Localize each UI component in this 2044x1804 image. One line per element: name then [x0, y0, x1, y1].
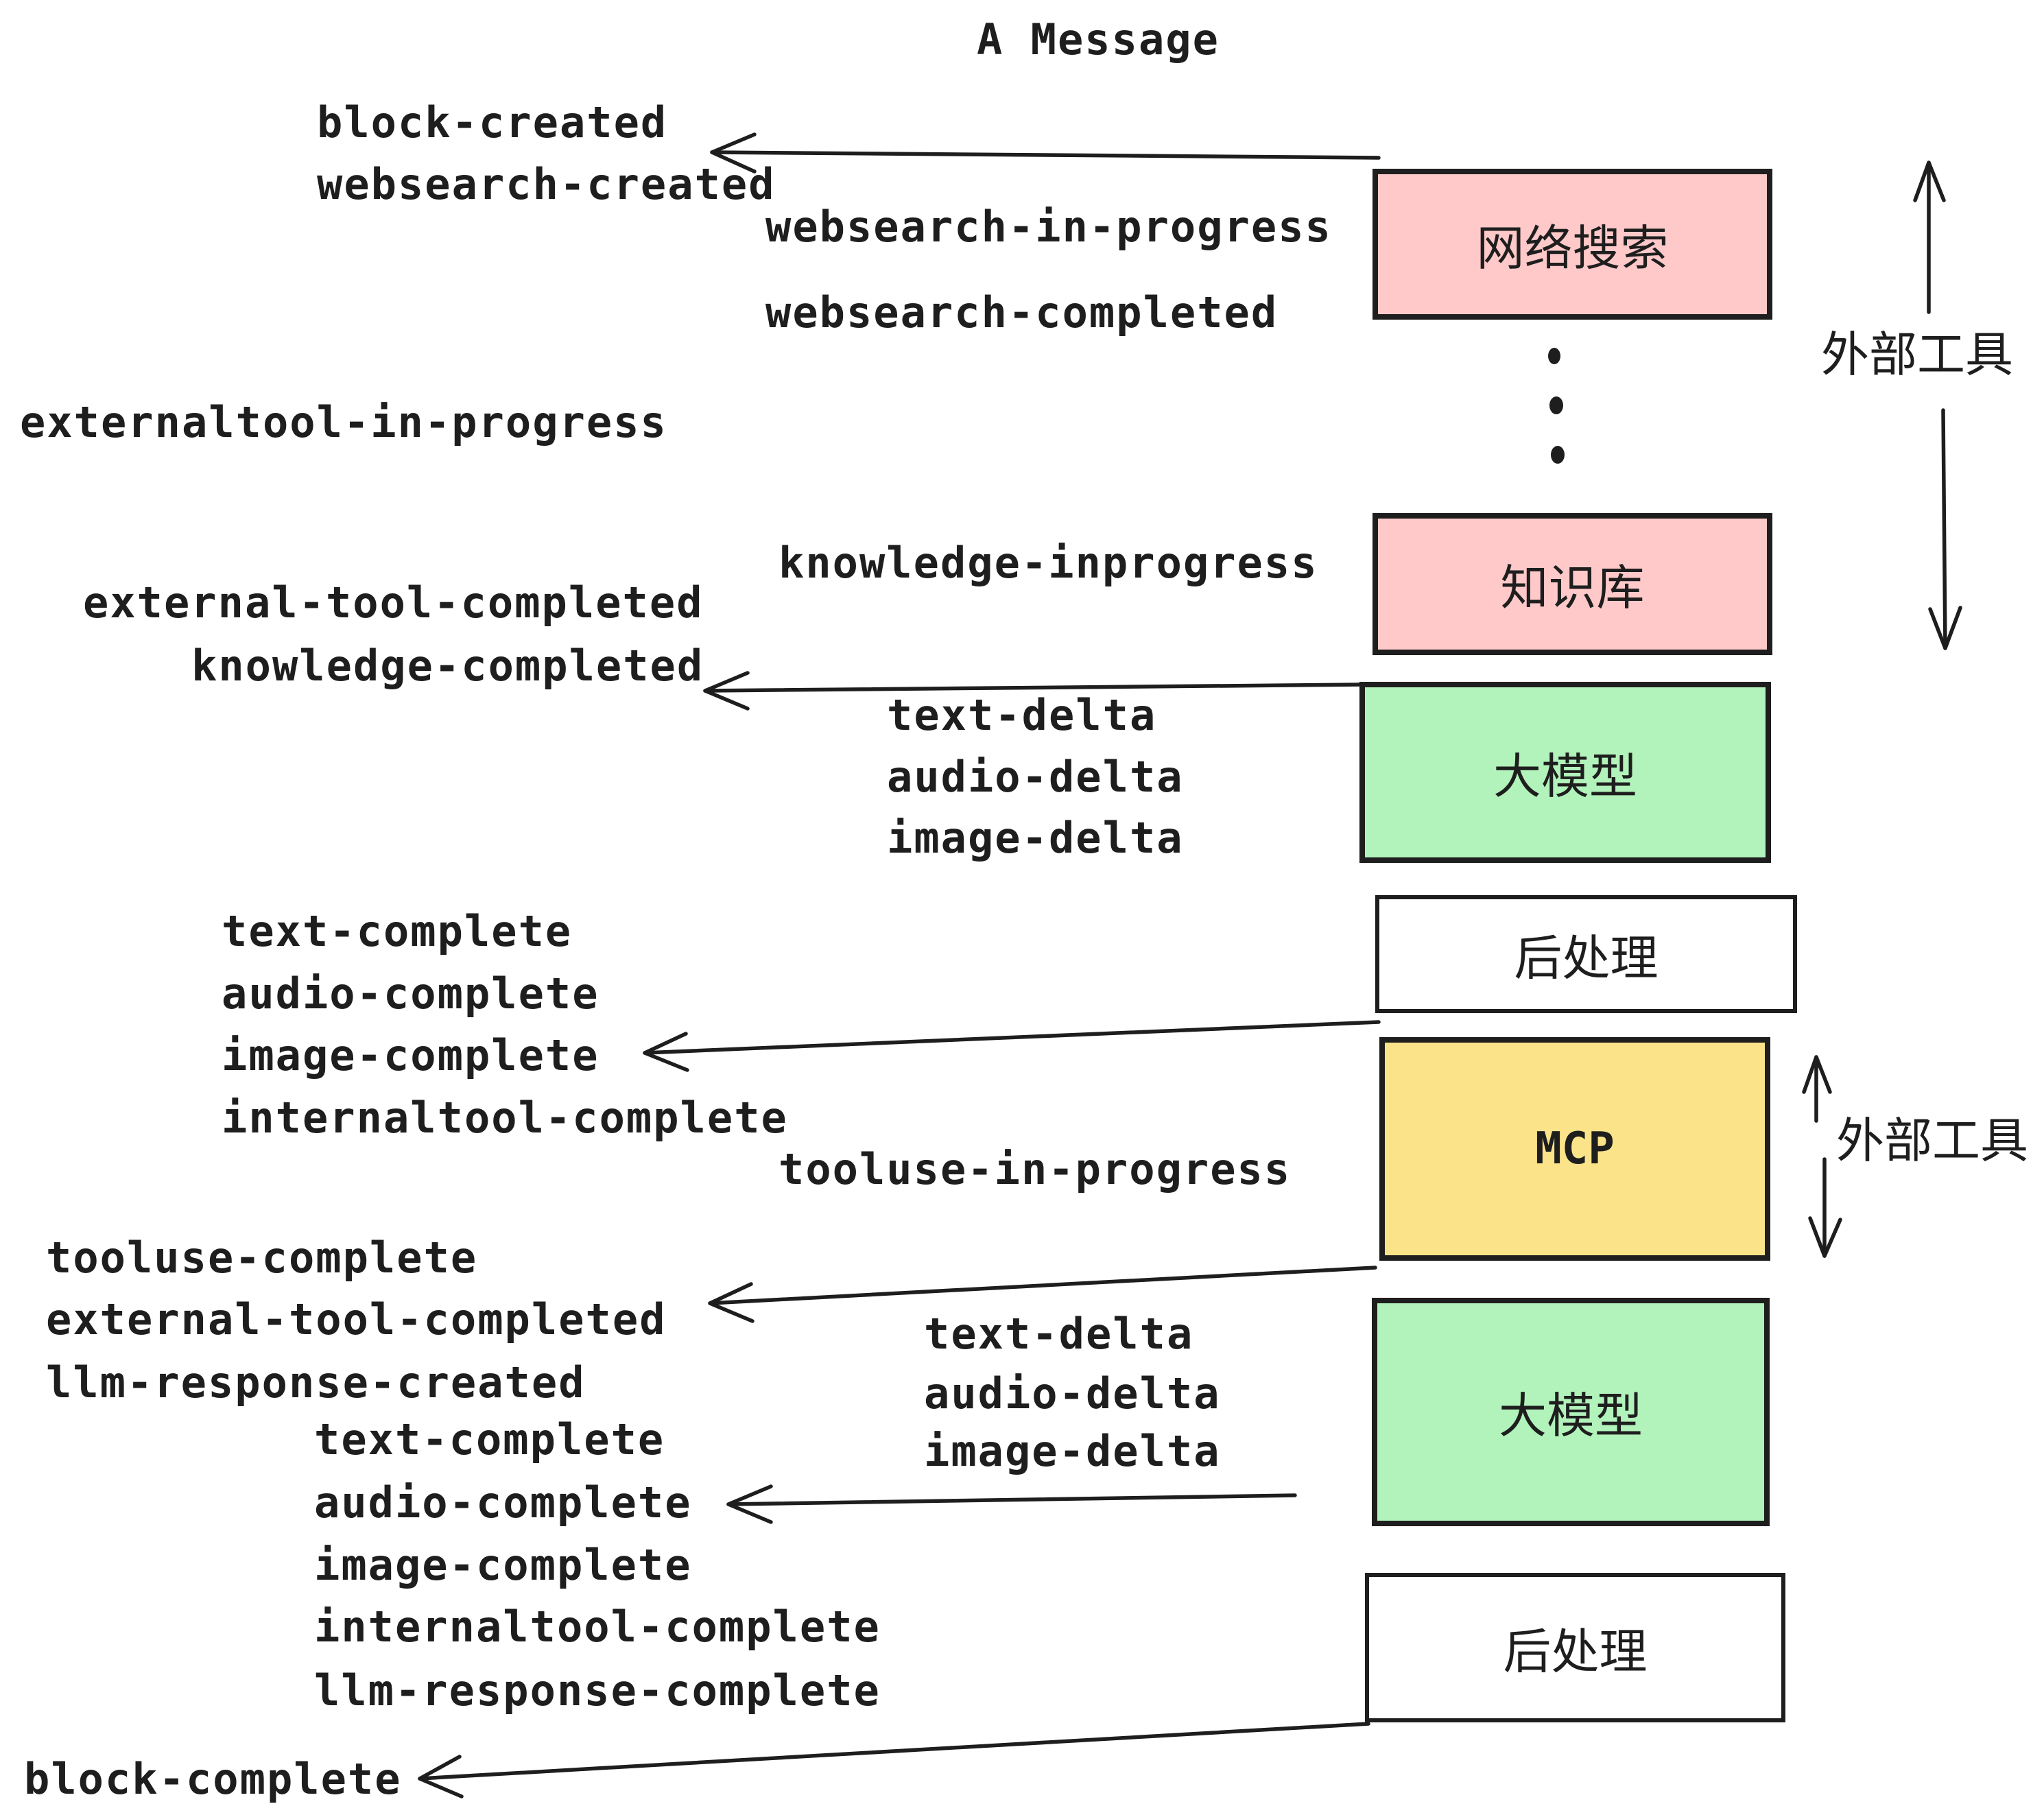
external-tools-mcp-up-arrow-icon	[1802, 1055, 1832, 1123]
box-llm-1-label: 大模型	[1493, 748, 1637, 805]
event-label-internaltool-complete-1: internaltool-complete	[222, 1093, 788, 1143]
event-label-external-tool-completed-1: external-tool-completed	[83, 578, 704, 628]
event-label-audio-delta-1: audio-delta	[887, 752, 1184, 802]
external-tools-top-up-arrow-icon	[1913, 161, 1946, 314]
event-label-audio-complete-1: audio-complete	[222, 969, 599, 1019]
vertical-ellipsis-icon	[1548, 348, 1565, 464]
event-label-audio-complete-2: audio-complete	[314, 1477, 692, 1528]
arrow-postprocess2-to-block-complete-icon	[418, 1722, 1370, 1799]
diagram-title: A Message	[977, 14, 1220, 64]
event-label-text-delta-2: text-delta	[924, 1309, 1194, 1359]
event-label-external-tool-completed-2: external-tool-completed	[46, 1294, 667, 1344]
event-label-block-complete: block-complete	[24, 1754, 402, 1804]
box-llm-2-label: 大模型	[1499, 1388, 1643, 1444]
event-label-internaltool-complete-2: internaltool-complete	[314, 1602, 881, 1652]
box-websearch: 网络搜索	[1372, 169, 1772, 320]
box-websearch-label: 网络搜索	[1476, 219, 1669, 276]
box-postprocess-2: 后处理	[1365, 1573, 1785, 1722]
event-label-knowledge-inprogress: knowledge-inprogress	[779, 538, 1318, 588]
event-label-audio-delta-2: audio-delta	[924, 1368, 1221, 1419]
box-knowledge-label: 知识库	[1500, 560, 1645, 616]
event-label-image-complete-2: image-complete	[314, 1540, 692, 1590]
box-mcp: MCP	[1379, 1037, 1770, 1261]
box-mcp-label: MCP	[1535, 1124, 1615, 1174]
event-label-websearch-completed: websearch-completed	[765, 287, 1279, 337]
external-tools-top-down-arrow-icon	[1928, 408, 1962, 650]
box-knowledge: 知识库	[1372, 513, 1772, 655]
event-label-image-delta-1: image-delta	[887, 813, 1184, 863]
external-tools-mcp-down-arrow-icon	[1808, 1157, 1842, 1258]
event-label-externaltool-in-progress: externaltool-in-progress	[20, 397, 667, 447]
arrow-websearch-to-created-icon	[710, 132, 1381, 174]
event-label-image-delta-2: image-delta	[924, 1426, 1221, 1476]
event-label-knowledge-completed: knowledge-completed	[191, 641, 704, 691]
box-llm-1: 大模型	[1359, 682, 1771, 863]
event-label-tooluse-in-progress: tooluse-in-progress	[779, 1144, 1292, 1194]
arrow-llm2-to-complete-icon	[726, 1484, 1297, 1524]
side-label-external-tools-mcp: 外部工具	[1836, 1113, 2028, 1169]
event-label-llm-response-complete: llm-response-complete	[314, 1665, 881, 1716]
box-llm-2: 大模型	[1372, 1298, 1770, 1526]
event-label-llm-response-created: llm-response-created	[46, 1357, 586, 1408]
arrow-postprocess-to-complete-icon	[643, 1020, 1381, 1072]
event-label-websearch-in-progress: websearch-in-progress	[765, 202, 1332, 252]
box-postprocess-1: 后处理	[1375, 895, 1797, 1013]
event-label-text-complete-2: text-complete	[314, 1414, 665, 1464]
side-label-external-tools-top: 外部工具	[1821, 327, 2013, 383]
event-label-block-created: block-created	[317, 97, 668, 147]
arrow-llm-to-knowledge-completed-icon	[703, 671, 1364, 711]
event-label-text-delta-1: text-delta	[887, 690, 1157, 740]
event-label-tooluse-complete: tooluse-complete	[46, 1233, 478, 1283]
event-label-image-complete-1: image-complete	[222, 1030, 599, 1080]
box-postprocess-2-label: 后处理	[1503, 1623, 1648, 1680]
event-label-text-complete-1: text-complete	[222, 906, 573, 956]
box-postprocess-1-label: 后处理	[1514, 929, 1659, 986]
arrow-mcp-to-tooluse-complete-icon	[708, 1266, 1377, 1323]
event-label-websearch-created: websearch-created	[317, 159, 776, 209]
